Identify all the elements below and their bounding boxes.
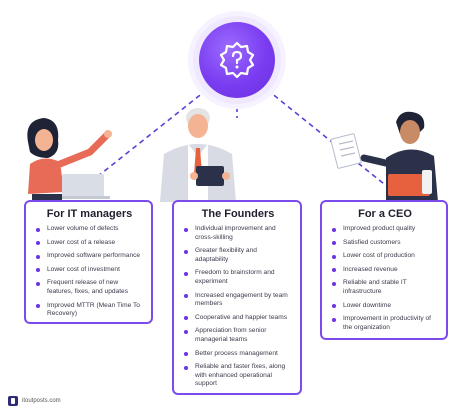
list-item: Freedom to brainstorm and experiment xyxy=(184,269,292,286)
list-item: Lower cost of investment xyxy=(36,266,143,275)
list-item: Increased engagement by team members xyxy=(184,292,292,309)
benefit-list: Individual improvement and cross-skillin… xyxy=(184,225,292,389)
list-item: Satisfied customers xyxy=(332,239,438,248)
footer-brand: itoutposts.com xyxy=(8,396,61,406)
list-item: Lower downtime xyxy=(332,302,438,311)
card-it-managers: For IT managers Lower volume of defects … xyxy=(24,200,153,324)
benefit-list: Improved product quality Satisfied custo… xyxy=(332,225,438,332)
card-title: For IT managers xyxy=(46,208,133,220)
ceo-illustration xyxy=(330,111,438,202)
list-item: Better process management xyxy=(184,350,292,359)
card-ceo: For a CEO Improved product quality Satis… xyxy=(320,200,448,340)
list-item: Improvement in productivity of the organ… xyxy=(332,315,438,332)
list-item: Individual improvement and cross-skillin… xyxy=(184,225,292,242)
list-item: Appreciation from senior managerial team… xyxy=(184,327,292,344)
card-title: For a CEO xyxy=(358,208,412,220)
list-item: Frequent release of new features, fixes,… xyxy=(36,279,143,296)
brand-text: itoutposts.com xyxy=(22,398,61,404)
list-item: Lower cost of production xyxy=(332,252,438,261)
list-item: Lower volume of defects xyxy=(36,225,143,234)
question-hub xyxy=(199,22,275,98)
card-title: The Founders xyxy=(201,208,275,220)
list-item: Lower cost of a release xyxy=(36,239,143,248)
benefit-list: Lower volume of defects Lower cost of a … xyxy=(36,225,143,319)
list-item: Reliable and stable IT infrastructure xyxy=(332,279,438,296)
card-founders: The Founders Individual improvement and … xyxy=(172,200,302,395)
list-item: Reliable and faster fixes, along with en… xyxy=(184,363,292,389)
list-item: Improved product quality xyxy=(332,225,438,234)
it-manager-illustration xyxy=(27,118,112,204)
list-item: Improved software performance xyxy=(36,252,143,261)
brand-logo-icon xyxy=(8,396,18,406)
list-item: Greater flexibility and adaptability xyxy=(184,247,292,264)
connector-right xyxy=(259,83,395,193)
question-badge-icon xyxy=(219,41,255,79)
list-item: Increased revenue xyxy=(332,266,438,275)
list-item: Improved MTTR (Mean Time To Recovery) xyxy=(36,302,143,319)
founder-illustration xyxy=(160,108,236,202)
list-item: Cooperative and happier teams xyxy=(184,314,292,323)
